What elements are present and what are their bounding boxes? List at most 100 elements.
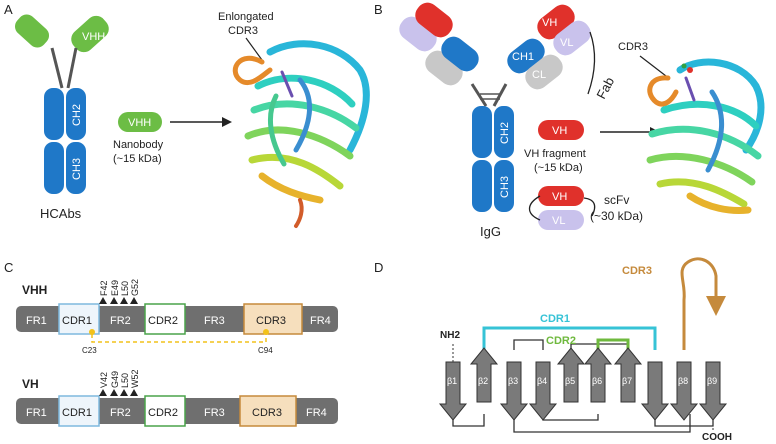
vh-domain-bar: FR1 CDR1 FR2 CDR2 FR3 CDR3 FR4: [16, 395, 338, 427]
vhh-cdr3-box: [243, 303, 303, 335]
scfv-vl-pill: [538, 210, 584, 230]
hcab-vhh-label: VHH: [82, 31, 105, 43]
vh-seg-cdr2: CDR2: [148, 407, 178, 419]
hcab-hinge-left: [50, 47, 64, 89]
cdr1-loop: [482, 326, 657, 350]
vh-seg-cdr3: CDR3: [252, 407, 282, 419]
vhh-residue-1: F42: [99, 280, 109, 296]
igg-cl-label: CL: [532, 69, 546, 81]
igg-hinge-left: [470, 83, 488, 107]
vhh-cdr1-box: [58, 303, 100, 335]
igg-diagram: VH VL CH1 CL CH2 CH3 IgG: [399, 2, 591, 239]
beta-label-1: β1: [447, 376, 457, 386]
igg-cl-left: [425, 50, 463, 86]
vh-fragment-pill: [538, 120, 584, 140]
igg-vh-label: VH: [542, 17, 557, 29]
protein-structure-b: [646, 58, 765, 214]
vh-residue-4: W52: [130, 369, 140, 388]
nanobody-chip: VHH Nanobody (~15 kDa): [113, 112, 164, 165]
beta-label-5: β5: [565, 376, 575, 386]
hcab-diagram: VHH CH2 CH3 HCAbs: [14, 14, 109, 221]
panel-d-letter: D: [374, 260, 383, 275]
igg-ch3-label: CH3: [499, 176, 511, 198]
vh-residue-3: L50: [120, 373, 130, 388]
cooh-label: COOH: [702, 432, 732, 443]
cdr3-label-d: CDR3: [622, 265, 652, 277]
vhh-residue-2: E49: [110, 280, 120, 296]
strand-b9: [669, 361, 699, 421]
vhh-domain-bar: FR1 CDR1 FR2 CDR2 FR3 CDR3 FR4: [16, 303, 338, 335]
vh-fragment-chip: VH VH fragment (~15 kDa): [524, 120, 586, 174]
vhh-residue-3: L50: [120, 281, 130, 296]
hcab-vhh-right: [71, 15, 109, 53]
panel-c-letter: C: [4, 260, 13, 275]
strand-b1: [438, 361, 468, 421]
igg-vh-right: [537, 4, 575, 40]
igg-ch3-right: [494, 160, 514, 212]
scfv-linker: [528, 195, 541, 221]
igg-vl-left: [399, 16, 437, 52]
vh-row-label: VH: [22, 377, 39, 391]
panel-a-letter: A: [4, 2, 13, 17]
c23-label: C23: [82, 346, 97, 355]
beta-label-8: β8: [678, 376, 688, 386]
igg-cl-right: [525, 54, 563, 90]
protein-structure-a: [232, 40, 370, 228]
vh-row-label-text: VH: [22, 377, 39, 391]
nanobody-label: Nanobody: [113, 139, 164, 151]
vhh-seg-fr3: FR3: [204, 315, 225, 327]
vh-seg-fr4: FR4: [306, 407, 327, 419]
vh-fragment-kda: (~15 kDa): [534, 162, 583, 174]
scfv-vh-label: VH: [552, 191, 567, 203]
vh-cdr3-box: [239, 395, 297, 427]
vhh-seg-fr2: FR2: [110, 315, 131, 327]
vhh-disulfide: C23 C94: [82, 329, 273, 355]
scfv-label: scFv: [604, 193, 629, 207]
strand-b2: [469, 347, 499, 403]
igg-vl-right: [553, 20, 591, 56]
hcabs-label: HCAbs: [40, 206, 82, 221]
igg-ch2-right: [494, 106, 514, 158]
vh-cdr2-box: [144, 395, 186, 427]
nanobody-kda: (~15 kDa): [113, 153, 162, 165]
igg-ch1-left: [441, 36, 479, 72]
vh-seg-fr2: FR2: [110, 407, 131, 419]
strand-b6: [583, 347, 613, 403]
vhh-residue-4: G52: [130, 279, 140, 296]
hcab-ch3-label: CH3: [71, 158, 83, 180]
panel-b-letter: B: [374, 2, 383, 17]
nanobody-vhh-label: VHH: [128, 117, 151, 129]
hcab-ch2-left: [44, 88, 64, 140]
vhh-row-label-text: VHH: [22, 283, 47, 297]
scfv-chip: VH VL scFv (~30 kDa): [528, 186, 643, 230]
igg-ch2-left: [472, 106, 492, 158]
hcab-ch2-label: CH2: [71, 104, 83, 126]
strand-b3: [499, 361, 529, 421]
vh-seg-fr3: FR3: [204, 407, 225, 419]
cdr2-loop: [596, 338, 630, 350]
scfv-kda: (~30 kDa): [590, 209, 643, 223]
cdr3-label-a-line2: CDR3: [228, 25, 258, 37]
cdr2-label: CDR2: [546, 335, 576, 347]
vhh-row-label: VHH: [22, 283, 47, 297]
igg-label: IgG: [480, 224, 501, 239]
vhh-seg-fr4: FR4: [310, 315, 331, 327]
hcab-ch3-right: [66, 142, 86, 194]
hcab-ch2-right: [66, 88, 86, 140]
vh-residue-markers: V42 G49 L50 W52: [99, 369, 140, 396]
fab-brace: [587, 31, 596, 95]
vhh-seg-cdr2: CDR2: [148, 315, 178, 327]
vhh-seg-cdr1: CDR1: [62, 315, 92, 327]
beta-label-6: β6: [592, 376, 602, 386]
igg-ch2-label: CH2: [499, 122, 511, 144]
cdr3-arrow: [706, 296, 726, 316]
vh-seg-fr1: FR1: [26, 407, 47, 419]
strand-b7: [613, 347, 643, 403]
fab-label: Fab: [593, 75, 617, 102]
beta-label-3: β3: [508, 376, 518, 386]
nanobody-vhh-pill: [118, 112, 162, 132]
vh-fragment-label: VH fragment: [524, 148, 586, 160]
scfv-brace: [583, 197, 596, 217]
cdr3-pointer-a: [245, 37, 263, 61]
vhh-residue-markers: F42 E49 L50 G52: [99, 279, 140, 304]
